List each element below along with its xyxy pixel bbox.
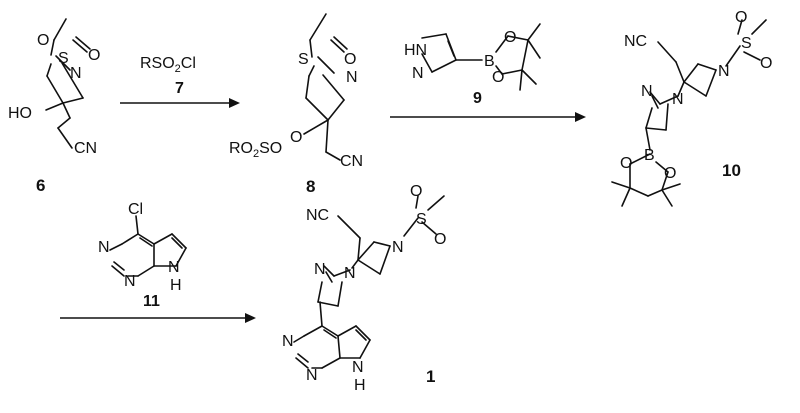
atom-N: N [392,239,404,256]
atom-O: O [504,29,516,46]
atom-CN: CN [340,153,363,170]
atom-O: O [760,55,772,72]
compound-label-6: 6 [36,176,45,195]
atom-O: O [735,9,747,26]
atom-N: N [641,83,653,100]
atom-N: N [346,69,358,86]
atom-O: O [88,47,100,64]
atom-N: N [70,65,82,82]
reagent-11-structure: Cl N N N H [98,201,187,294]
atom-O: O [344,51,356,68]
reagent-sulfonyl-chloride: RSO2Cl [140,55,196,75]
atom-N: N [282,333,294,350]
atom-S: S [298,51,309,68]
atom-O: O [37,32,49,49]
reagent-9-structure: HN N B O O [404,23,541,91]
atom-N: N [672,91,684,108]
compound-label-1: 1 [426,367,435,386]
atom-O: O [290,129,302,146]
atom-sulfonate: RO2SO [229,140,282,160]
compound-1-structure: NC N S O O N N N N N H [282,183,446,394]
atom-NC: NC [306,207,329,224]
atom-N: N [412,65,424,82]
atom-N: N [98,239,110,256]
atom-N: N [314,261,326,278]
compound-10-structure: NC N S O O N N B O O [611,9,772,207]
atom-N: N [306,367,318,384]
reagent-label-9: 9 [473,90,482,107]
reaction-arrow-2 [390,112,586,122]
atom-Cl: Cl [128,201,143,218]
atom-S: S [58,50,69,67]
compound-6-structure: O S O N HO CN [8,18,100,157]
atom-B: B [644,147,655,164]
atom-H: H [354,377,366,394]
atom-S: S [416,211,427,228]
atom-N: N [168,259,180,276]
reaction-arrow-3 [60,313,256,323]
atom-HO: HO [8,105,32,122]
atom-O: O [664,165,676,182]
atom-N: N [124,273,136,290]
atom-O: O [492,69,504,86]
atom-N: N [344,265,356,282]
atom-NC: NC [624,33,647,50]
reagent-label-7: 7 [175,80,184,97]
atom-B: B [484,53,495,70]
compound-label-10: 10 [722,161,741,180]
compound-8-structure: S O N RO2SO O CN [229,13,363,170]
atom-N: N [718,63,730,80]
reagent-label-11: 11 [143,293,160,310]
reaction-arrow-1 [120,98,240,108]
atom-HN: HN [404,42,427,59]
atom-H: H [170,277,182,294]
atom-N: N [352,359,364,376]
atom-O: O [434,231,446,248]
atom-O: O [620,155,632,172]
atom-CN: CN [74,140,97,157]
atom-S: S [741,35,752,52]
atom-O: O [410,183,422,200]
compound-label-8: 8 [306,177,315,196]
